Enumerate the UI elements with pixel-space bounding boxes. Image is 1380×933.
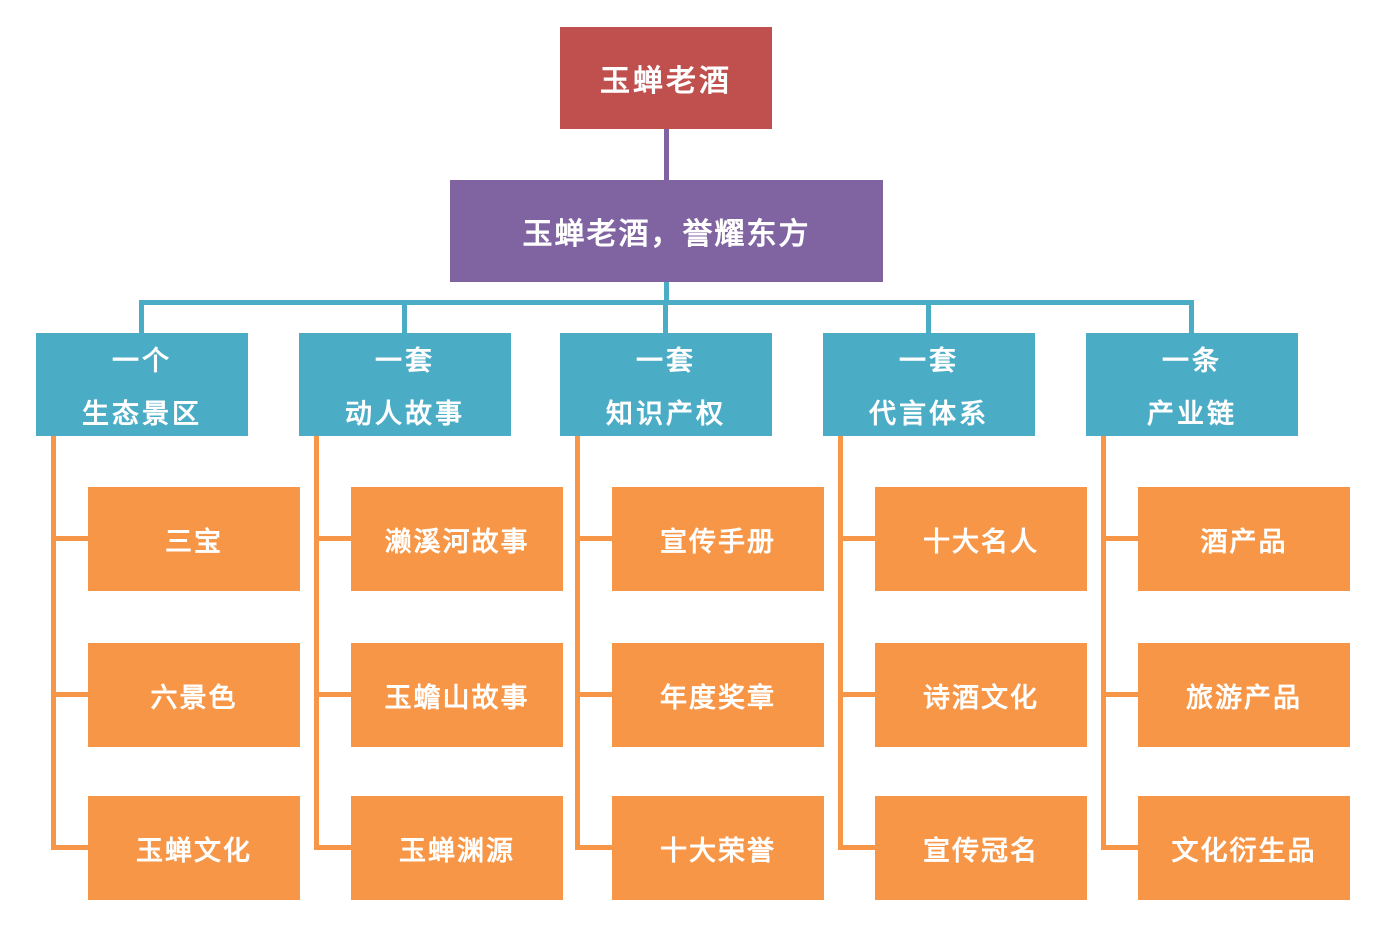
connector-children-vline-4 xyxy=(838,436,843,850)
connector-child-stub xyxy=(51,536,89,541)
branch-node-label-line2: 产业链 xyxy=(1147,398,1237,429)
branch-column-2: 一套 动人故事 濑溪河故事 玉蟾山故事 玉蝉渊源 xyxy=(299,300,599,933)
leaf-node-label: 文化衍生品 xyxy=(1171,835,1317,866)
connector-child-stub xyxy=(1101,536,1139,541)
branch-column-4: 一套 代言体系 十大名人 诗酒文化 宣传冠名 xyxy=(823,300,1123,933)
connector-branch-drop-5 xyxy=(1189,300,1194,333)
connector-child-stub xyxy=(575,845,613,850)
leaf-node-label: 玉蝉渊源 xyxy=(399,835,515,866)
branch-node-label-line2: 知识产权 xyxy=(606,398,726,429)
connector-child-stub xyxy=(575,536,613,541)
leaf-node-label: 年度奖章 xyxy=(660,682,776,713)
branch-node-label-line2: 生态景区 xyxy=(82,398,202,429)
leaf-node: 十大荣誉 xyxy=(612,796,824,900)
connector-slogan-stem xyxy=(664,282,669,305)
connector-child-stub xyxy=(314,692,352,697)
leaf-node: 濑溪河故事 xyxy=(351,487,563,591)
branch-node-3: 一套 知识产权 xyxy=(560,333,772,436)
branch-column-1: 一个 生态景区 三宝 六景色 玉蝉文化 xyxy=(36,300,336,933)
branch-node-label-line1: 一套 xyxy=(899,345,959,376)
leaf-node-label: 濑溪河故事 xyxy=(384,526,530,557)
leaf-node-label: 玉蝉文化 xyxy=(136,835,252,866)
connector-branch-drop-2 xyxy=(402,300,407,333)
branch-column-5: 一条 产业链 酒产品 旅游产品 文化衍生品 xyxy=(1086,300,1380,933)
leaf-node-label: 诗酒文化 xyxy=(923,682,1039,713)
connector-children-vline-5 xyxy=(1101,436,1106,850)
connector-child-stub xyxy=(51,692,89,697)
connector-child-stub xyxy=(838,845,876,850)
branch-node-label-line2: 动人故事 xyxy=(345,398,465,429)
connector-child-stub xyxy=(314,536,352,541)
connector-branch-drop-4 xyxy=(926,300,931,333)
connector-root-to-slogan xyxy=(664,129,669,180)
connector-child-stub xyxy=(838,692,876,697)
leaf-node: 旅游产品 xyxy=(1138,643,1350,747)
connector-children-vline-2 xyxy=(314,436,319,850)
leaf-node: 三宝 xyxy=(88,487,300,591)
leaf-node: 诗酒文化 xyxy=(875,643,1087,747)
connector-child-stub xyxy=(314,845,352,850)
leaf-node-label: 宣传手册 xyxy=(660,526,776,557)
connector-children-vline-3 xyxy=(575,436,580,850)
connector-children-vline-1 xyxy=(51,436,56,850)
leaf-node-label: 旅游产品 xyxy=(1186,682,1302,713)
root-node: 玉蝉老酒 xyxy=(560,27,772,129)
connector-child-stub xyxy=(575,692,613,697)
branch-node-2: 一套 动人故事 xyxy=(299,333,511,436)
leaf-node-label: 玉蟾山故事 xyxy=(384,682,530,713)
leaf-node-label: 三宝 xyxy=(165,526,223,557)
branch-node-label-line2: 代言体系 xyxy=(869,398,989,429)
connector-child-stub xyxy=(838,536,876,541)
leaf-node: 玉蝉文化 xyxy=(88,796,300,900)
leaf-node: 六景色 xyxy=(88,643,300,747)
branch-node-label-line1: 一套 xyxy=(375,345,435,376)
slogan-node: 玉蝉老酒，誉耀东方 xyxy=(450,180,883,282)
branch-node-label-line1: 一个 xyxy=(112,345,172,376)
branch-node-label-line1: 一套 xyxy=(636,345,696,376)
root-node-label: 玉蝉老酒 xyxy=(600,65,732,98)
leaf-node: 文化衍生品 xyxy=(1138,796,1350,900)
connector-child-stub xyxy=(1101,845,1139,850)
leaf-node: 玉蝉渊源 xyxy=(351,796,563,900)
leaf-node: 宣传手册 xyxy=(612,487,824,591)
connector-branch-drop-3 xyxy=(663,300,668,333)
slogan-node-label: 玉蝉老酒，誉耀东方 xyxy=(522,218,811,251)
connector-branch-drop-1 xyxy=(139,300,144,333)
leaf-node-label: 六景色 xyxy=(150,682,238,713)
branch-node-1: 一个 生态景区 xyxy=(36,333,248,436)
leaf-node-label: 十大荣誉 xyxy=(660,835,776,866)
connector-child-stub xyxy=(1101,692,1139,697)
leaf-node: 宣传冠名 xyxy=(875,796,1087,900)
branch-node-label-line1: 一条 xyxy=(1162,345,1222,376)
leaf-node-label: 宣传冠名 xyxy=(923,835,1039,866)
leaf-node-label: 十大名人 xyxy=(923,526,1039,557)
branch-column-3: 一套 知识产权 宣传手册 年度奖章 十大荣誉 xyxy=(560,300,860,933)
leaf-node: 玉蟾山故事 xyxy=(351,643,563,747)
branch-node-5: 一条 产业链 xyxy=(1086,333,1298,436)
connector-child-stub xyxy=(51,845,89,850)
branch-node-4: 一套 代言体系 xyxy=(823,333,1035,436)
leaf-node: 酒产品 xyxy=(1138,487,1350,591)
leaf-node-label: 酒产品 xyxy=(1200,526,1288,557)
leaf-node: 十大名人 xyxy=(875,487,1087,591)
leaf-node: 年度奖章 xyxy=(612,643,824,747)
